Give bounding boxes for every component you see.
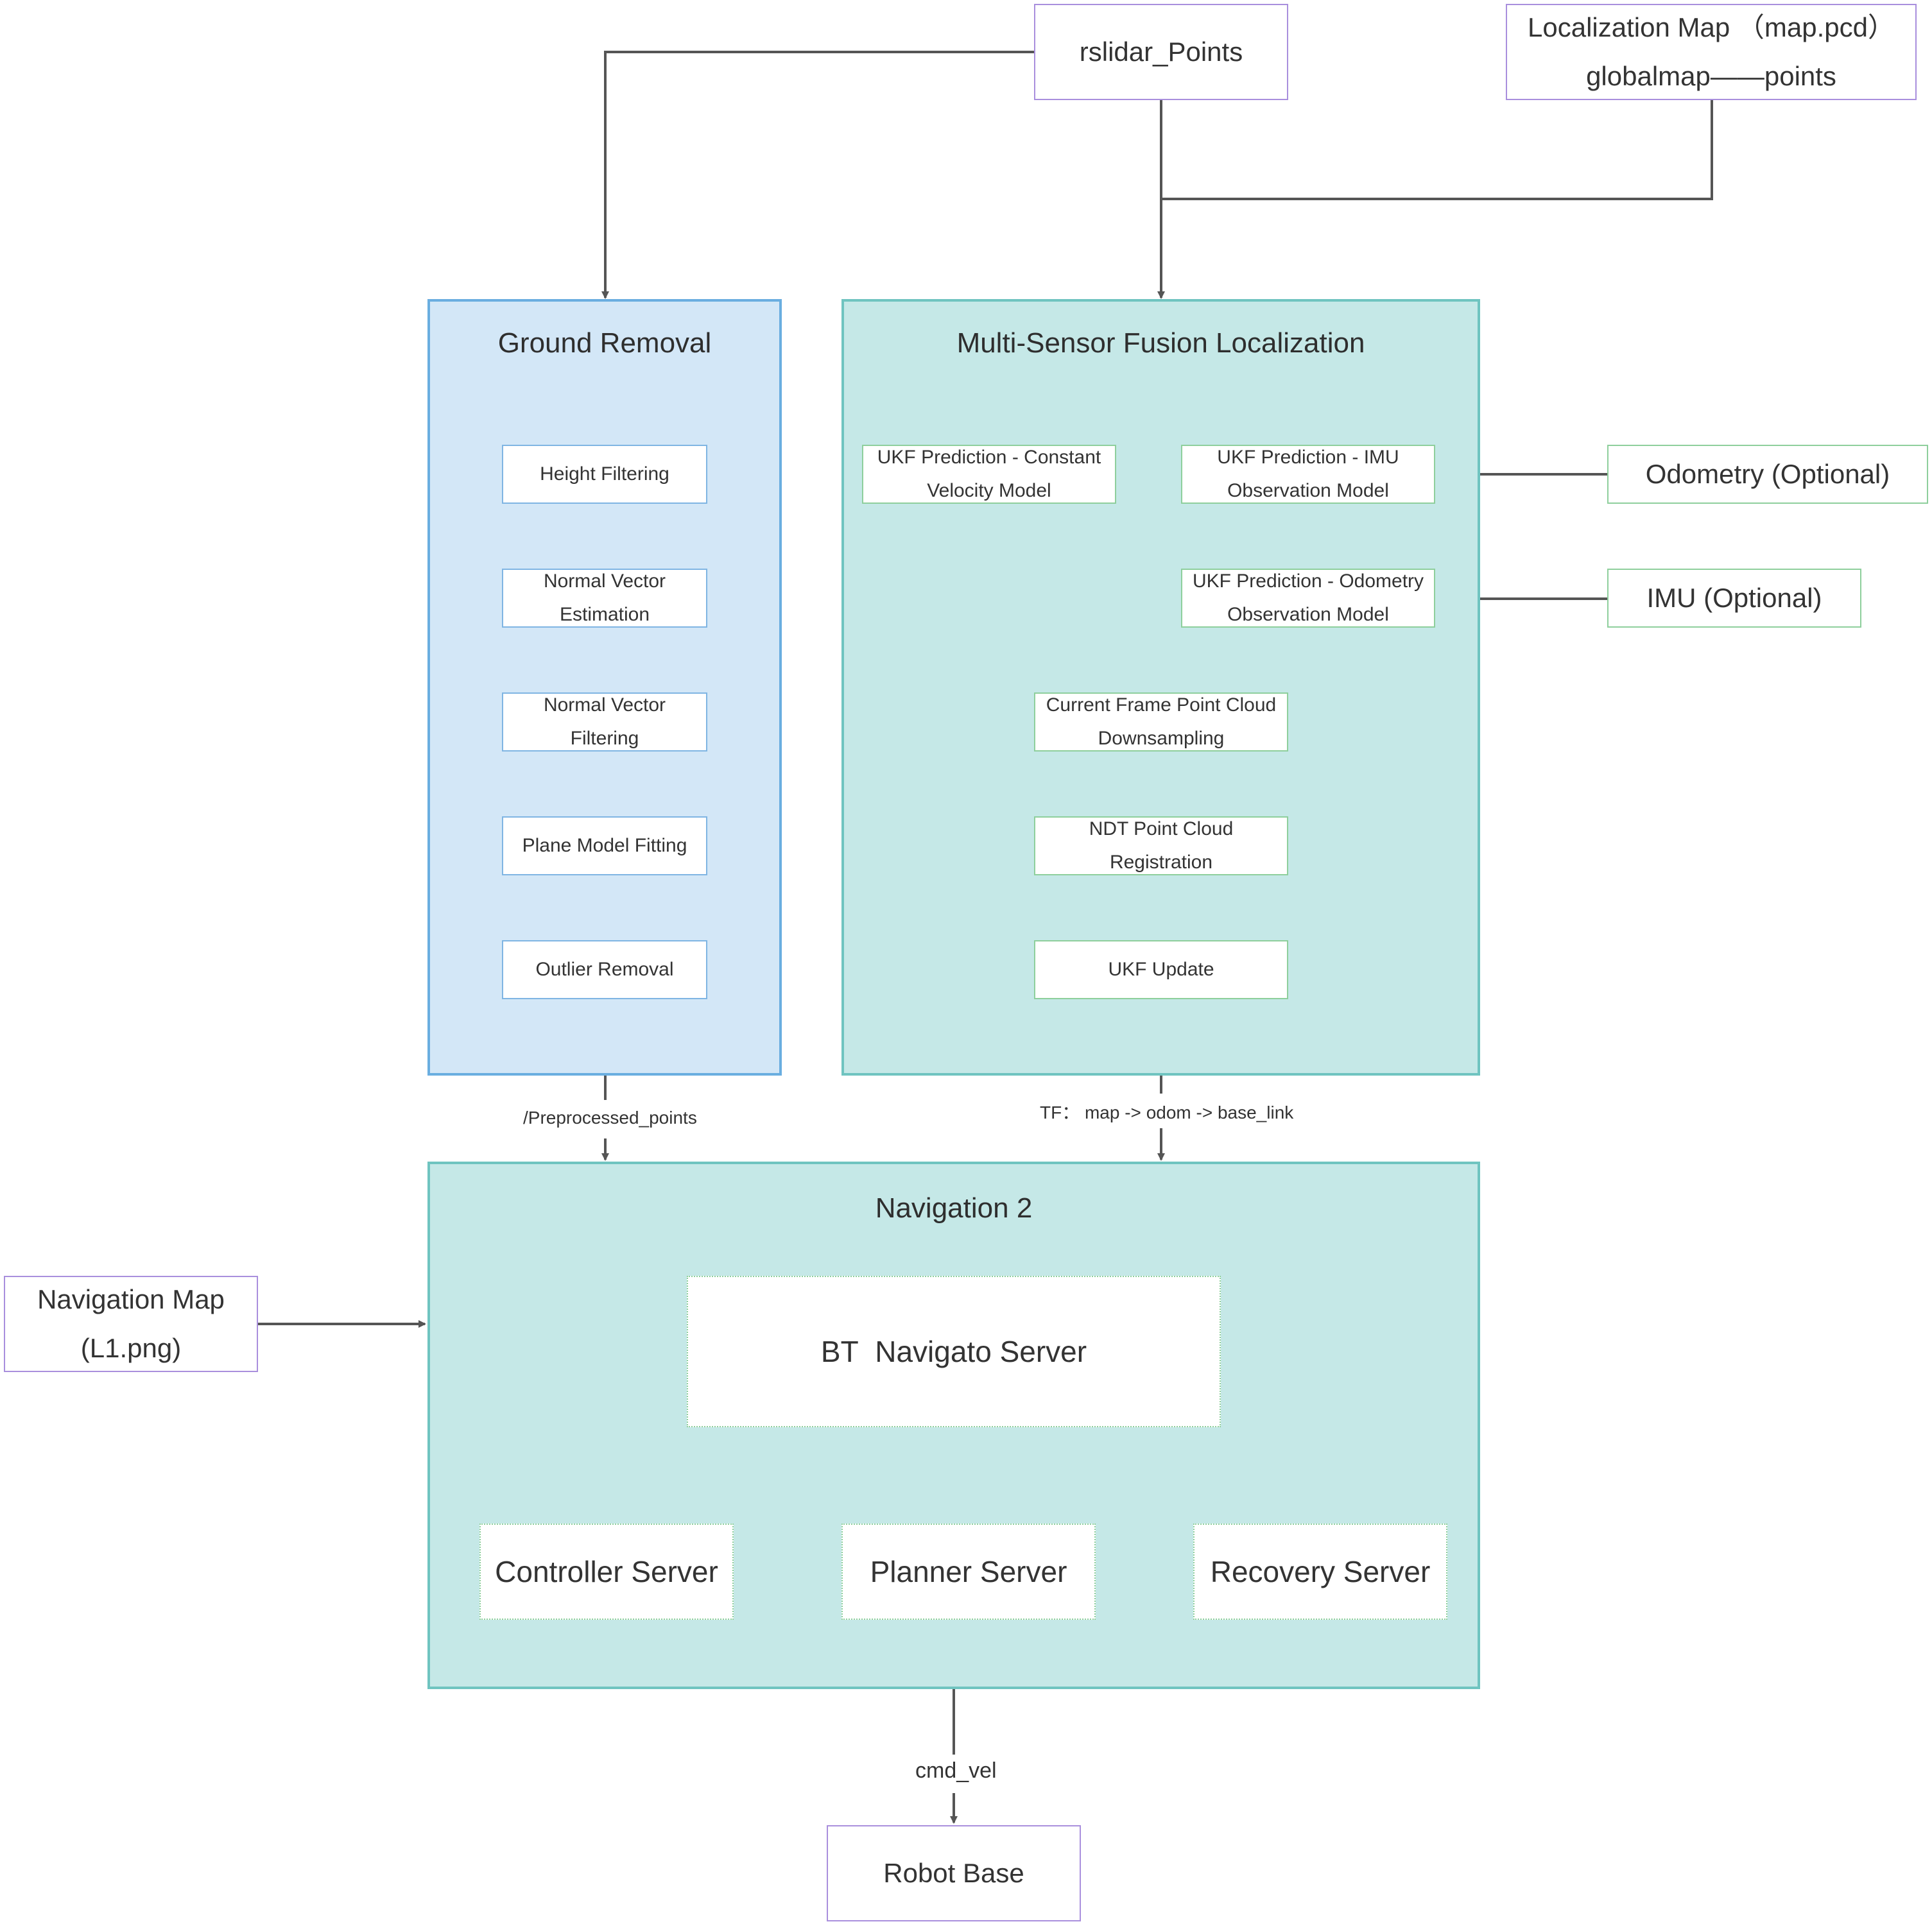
imu-node: IMU (Optional): [1607, 569, 1861, 628]
normal-vector-estimation-label-1: Normal Vector: [543, 571, 666, 592]
outlier-removal-label: Outlier Removal: [535, 959, 674, 980]
localization-map-topic: globalmap——points: [1586, 61, 1836, 91]
ukf-imu-node: UKF Prediction - IMU Observation Model: [1181, 445, 1435, 504]
planner-server-label: Planner Server: [870, 1555, 1067, 1588]
ukf-update-node: UKF Update: [1034, 940, 1288, 999]
navigation-title: Navigation 2: [875, 1192, 1033, 1224]
tf-label: TF： map -> odom -> base_link: [1040, 1103, 1294, 1122]
ukf-imu-label-2: Observation Model: [1227, 480, 1389, 501]
imu-label: IMU (Optional): [1646, 583, 1822, 613]
ndt-registration-node: NDT Point Cloud Registration: [1034, 816, 1288, 875]
rslidar-points-node: rslidar_Points: [1034, 4, 1288, 100]
normal-vector-estimation-node: Normal Vector Estimation: [502, 569, 707, 628]
height-filtering-node: Height Filtering: [502, 445, 707, 504]
plane-model-fitting-label: Plane Model Fitting: [522, 835, 687, 856]
rslidar-points-label: rslidar_Points: [1079, 37, 1243, 67]
downsampling-label-2: Downsampling: [1098, 728, 1225, 749]
height-filtering-label: Height Filtering: [540, 463, 669, 485]
odometry-label: Odometry (Optional): [1645, 459, 1890, 489]
ukf-imu-label-1: UKF Prediction - IMU: [1217, 447, 1399, 468]
ndt-registration-label-2: Registration: [1109, 852, 1213, 873]
plane-model-fitting-node: Plane Model Fitting: [502, 816, 707, 875]
edge-rslidar-to-ground-removal: [601, 51, 1034, 299]
robot-base-node: Robot Base: [827, 1825, 1081, 1921]
odometry-node: Odometry (Optional): [1607, 445, 1928, 504]
normal-vector-filtering-label-1: Normal Vector: [543, 694, 666, 716]
ukf-constant-velocity-label-2: Velocity Model: [927, 480, 1051, 501]
ndt-registration-label-1: NDT Point Cloud: [1089, 818, 1234, 839]
localization-map-label: Localization Map （map.pcd）: [1528, 12, 1895, 42]
robot-base-label: Robot Base: [883, 1858, 1024, 1888]
controller-server-label: Controller Server: [495, 1555, 718, 1588]
navigation-map-label: Navigation Map: [37, 1284, 225, 1314]
ukf-odometry-label-2: Observation Model: [1227, 604, 1389, 625]
navigation-map-node: Navigation Map (L1.png): [4, 1276, 258, 1372]
ukf-odometry-node: UKF Prediction - Odometry Observation Mo…: [1181, 569, 1435, 628]
downsampling-label-1: Current Frame Point Cloud: [1046, 694, 1277, 716]
preprocessed-points-label: /Preprocessed_points: [523, 1108, 697, 1128]
normal-vector-filtering-label-2: Filtering: [570, 728, 639, 749]
ukf-update-label: UKF Update: [1108, 959, 1214, 980]
downsampling-node: Current Frame Point Cloud Downsampling: [1034, 692, 1288, 752]
ukf-constant-velocity-node: UKF Prediction - Constant Velocity Model: [862, 445, 1116, 504]
cmd-vel-label: cmd_vel: [915, 1758, 997, 1783]
edge-locmap-to-fusion: [1161, 100, 1713, 200]
navigation-map-file: (L1.png): [80, 1333, 182, 1363]
localization-map-node: Localization Map （map.pcd） globalmap——po…: [1506, 4, 1917, 100]
normal-vector-filtering-node: Normal Vector Filtering: [502, 692, 707, 752]
ukf-odometry-label-1: UKF Prediction - Odometry: [1192, 571, 1424, 592]
normal-vector-estimation-label-2: Estimation: [559, 604, 650, 625]
ground-removal-title: Ground Removal: [497, 327, 712, 359]
fusion-title: Multi-Sensor Fusion Localization: [956, 327, 1365, 359]
planner-server-node: Planner Server: [841, 1524, 1096, 1620]
controller-server-node: Controller Server: [479, 1524, 734, 1620]
bt-navigator-server-node: BT Navigato Server: [687, 1276, 1221, 1427]
outlier-removal-node: Outlier Removal: [502, 940, 707, 999]
recovery-server-label: Recovery Server: [1210, 1555, 1431, 1588]
ukf-constant-velocity-label-1: UKF Prediction - Constant: [877, 447, 1101, 468]
recovery-server-node: Recovery Server: [1193, 1524, 1447, 1620]
bt-navigator-server-label: BT Navigato Server: [820, 1335, 1087, 1368]
